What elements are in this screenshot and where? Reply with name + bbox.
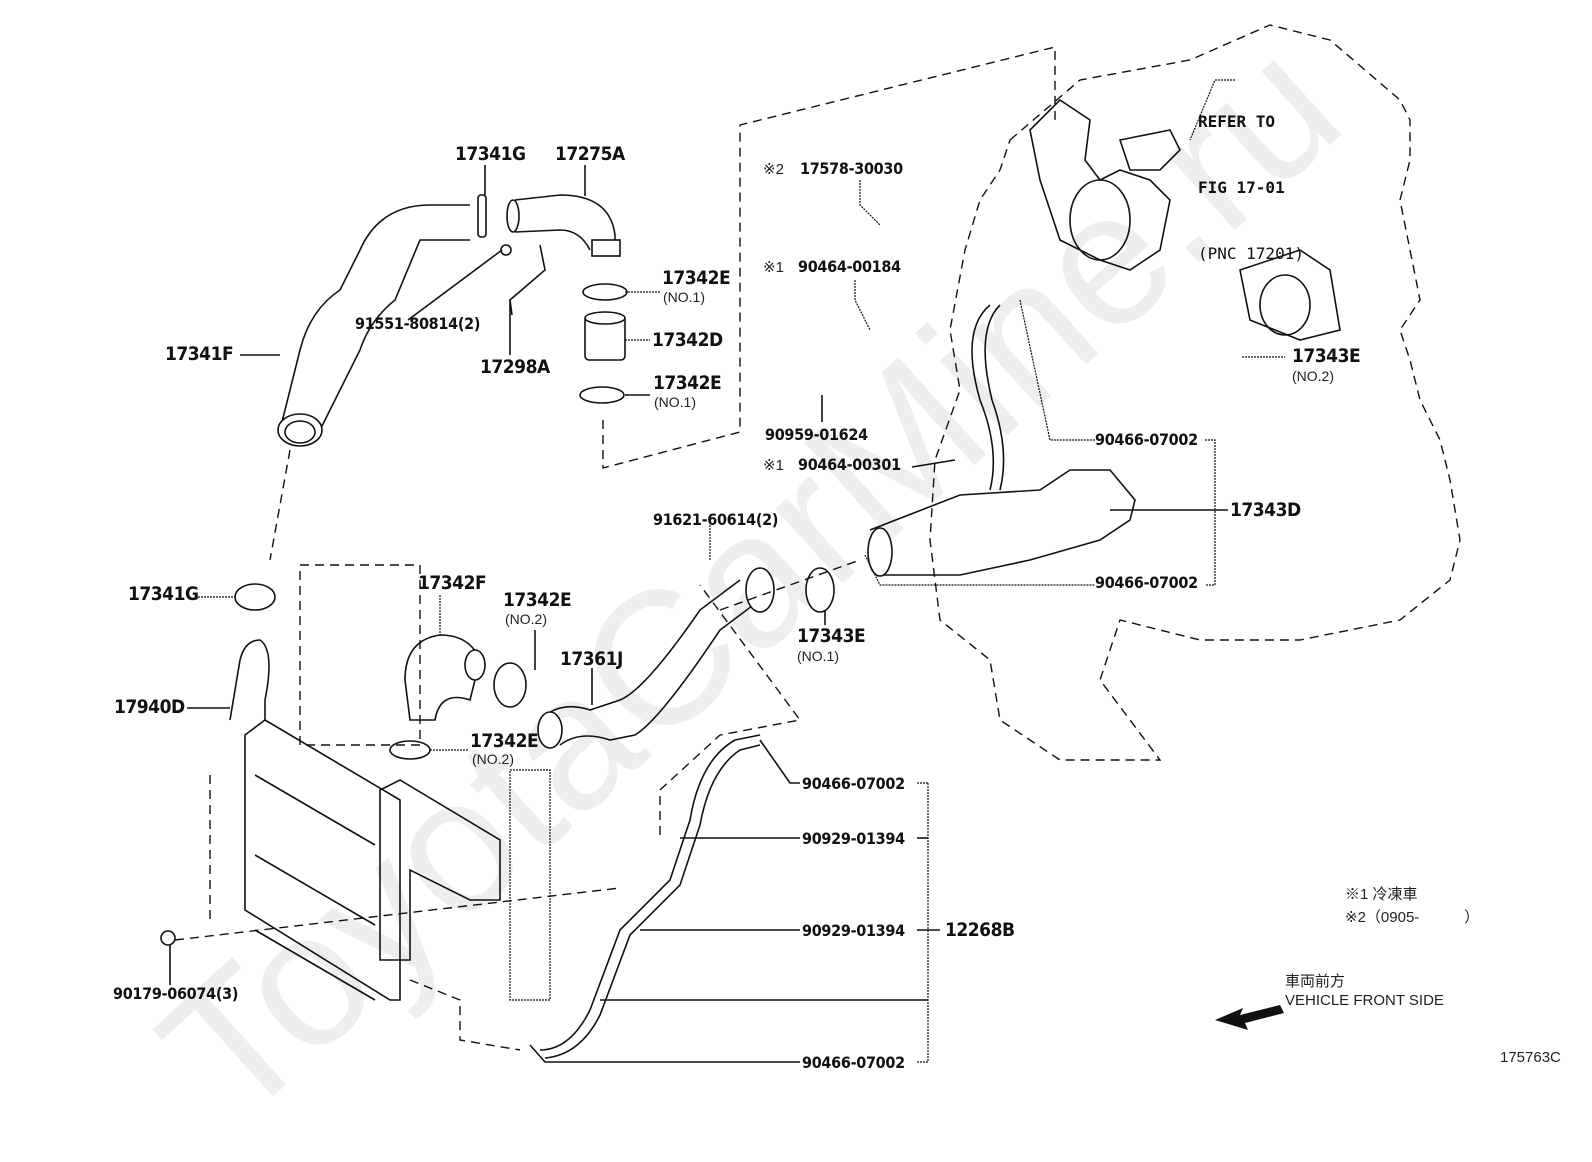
part-label-90466-07002[interactable]: 90466-07002 <box>1095 430 1198 449</box>
part-label-90929-01394[interactable]: 90929-01394 <box>802 829 905 848</box>
hose-17343D <box>869 469 1136 576</box>
direction-label-en: VEHICLE FRONT SIDE <box>1285 992 1444 1009</box>
note-marker-1: ※1 <box>763 457 784 474</box>
note-marker-2: ※2 <box>763 161 784 178</box>
reference-line-3: (PNC 17201) <box>1198 244 1304 263</box>
part-label-17275A[interactable]: 17275A <box>555 143 625 165</box>
turbo-flange <box>1118 129 1181 171</box>
part-label-17341G[interactable]: 17341G <box>128 583 199 605</box>
clamp-17342E-d <box>389 740 431 760</box>
part-label-90466-07002[interactable]: 90466-07002 <box>802 1053 905 1072</box>
part-label-90464-00184[interactable]: 90464-00184 <box>798 257 901 276</box>
part-label-91621-60614[interactable]: 91621-60614(2) <box>653 510 779 529</box>
part-sublabel-no2: (NO.2) <box>1292 368 1334 384</box>
part-label-17342E[interactable]: 17342E <box>662 267 731 289</box>
part-sublabel-no1: (NO.1) <box>797 648 839 664</box>
part-label-17342D[interactable]: 17342D <box>652 329 723 351</box>
engine-outline <box>929 24 1461 761</box>
footnote-1: ※1 冷凍車 <box>1345 886 1418 903</box>
part-label-17298A[interactable]: 17298A <box>480 356 550 378</box>
part-label-17342E[interactable]: 17342E <box>503 589 572 611</box>
part-label-90929-01394[interactable]: 90929-01394 <box>802 921 905 940</box>
part-sublabel-no2: (NO.2) <box>472 751 514 767</box>
part-label-17343D[interactable]: 17343D <box>1230 499 1301 521</box>
part-label-90179-06074[interactable]: 90179-06074(3) <box>113 984 239 1003</box>
vacuum-hose <box>971 304 1005 491</box>
hose-17341F <box>279 204 470 431</box>
nut-90179 <box>160 930 176 946</box>
hose-12268B <box>539 734 761 1059</box>
turbo-wheel <box>1069 179 1131 261</box>
part-label-17342F[interactable]: 17342F <box>418 572 487 594</box>
part-label-17342E[interactable]: 17342E <box>653 372 722 394</box>
pipe-17361J <box>539 579 761 746</box>
vehicle-front-arrow <box>1215 1005 1284 1030</box>
part-label-17940D[interactable]: 17940D <box>114 696 185 718</box>
part-label-17341F[interactable]: 17341F <box>165 343 234 365</box>
elbow-17342F <box>404 634 481 721</box>
clamp-17343E-1 <box>805 567 835 613</box>
part-label-90466-07002[interactable]: 90466-07002 <box>802 774 905 793</box>
intercooler-17940D <box>244 719 401 1001</box>
leader-lines <box>169 79 1285 1063</box>
part-label-12268B[interactable]: 12268B <box>945 919 1015 941</box>
reference-note[interactable]: REFER TO FIG 17-01 (PNC 17201) <box>1198 67 1304 287</box>
reference-line-2: FIG 17-01 <box>1198 178 1285 197</box>
part-label-90466-07002[interactable]: 90466-07002 <box>1095 573 1198 592</box>
part-label-90464-00301[interactable]: 90464-00301 <box>798 455 901 474</box>
note-marker-1: ※1 <box>763 259 784 276</box>
pipe-17275A <box>514 194 616 251</box>
clamp-17341G-top <box>477 194 487 238</box>
part-label-17361J[interactable]: 17361J <box>560 648 623 670</box>
footnote-2: ※2（0905- ） <box>1345 909 1480 926</box>
part-sublabel-no1: (NO.1) <box>654 394 696 410</box>
reference-line-1: REFER TO <box>1198 112 1276 131</box>
part-label-91551-80814[interactable]: 91551-80814(2) <box>355 314 481 333</box>
stand-bracket <box>509 769 551 1001</box>
figure-id: 175763C <box>1500 1049 1561 1066</box>
bolt-91551 <box>500 244 512 256</box>
part-label-17578-30030[interactable]: 17578-30030 <box>800 159 903 178</box>
bracket-17298A <box>509 244 546 316</box>
turbo-outline <box>1029 98 1171 271</box>
part-label-17342E[interactable]: 17342E <box>470 730 539 752</box>
clamp-17342E-1 <box>582 283 628 301</box>
part-label-17343E[interactable]: 17343E <box>1292 345 1361 367</box>
direction-label-jp: 車両前方 <box>1285 973 1346 990</box>
radiator-panel <box>299 564 421 746</box>
dashed-connector-box <box>602 46 1056 469</box>
clamp-17342E-c <box>493 662 527 708</box>
clamp-17342E-2 <box>579 386 625 404</box>
part-label-90959-01624[interactable]: 90959-01624 <box>765 425 868 444</box>
intercooler-bracket <box>379 779 501 961</box>
part-sublabel-no1: (NO.1) <box>663 289 705 305</box>
part-label-17341G[interactable]: 17341G <box>455 143 526 165</box>
part-label-17343E[interactable]: 17343E <box>797 625 866 647</box>
clamp-17341G-bot <box>234 583 276 611</box>
parts-diagram <box>160 24 1461 1063</box>
part-sublabel-no2: (NO.2) <box>505 611 547 627</box>
throttle-body <box>1239 249 1341 341</box>
